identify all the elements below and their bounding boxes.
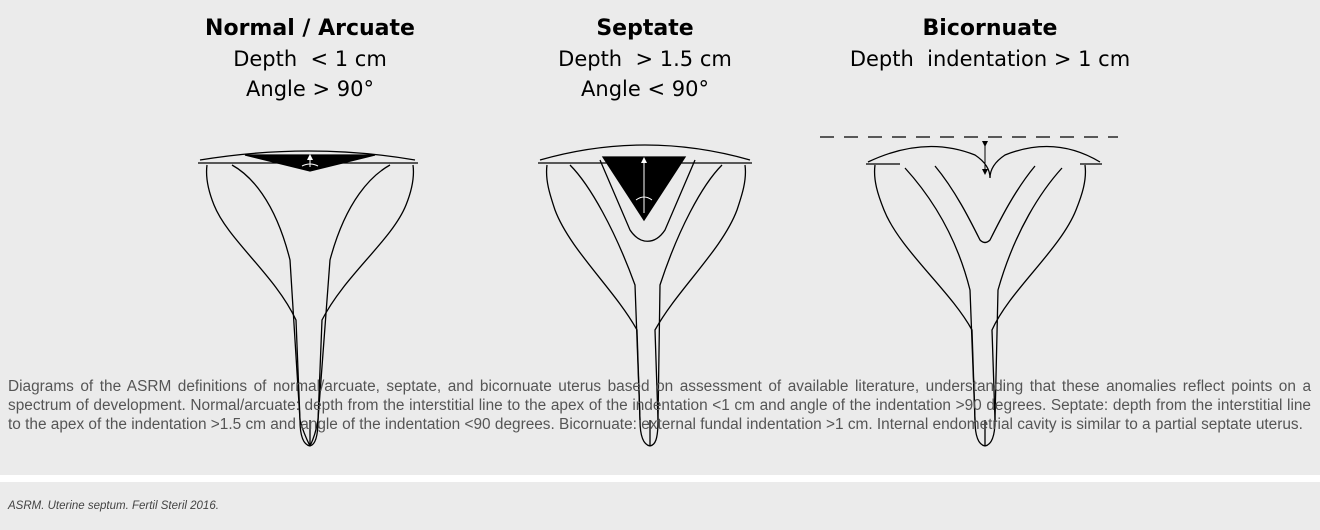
figure-source: ASRM. Uterine septum. Fertil Steril 2016… (8, 500, 219, 512)
figure-caption: Diagrams of the ASRM definitions of norm… (8, 377, 1311, 434)
